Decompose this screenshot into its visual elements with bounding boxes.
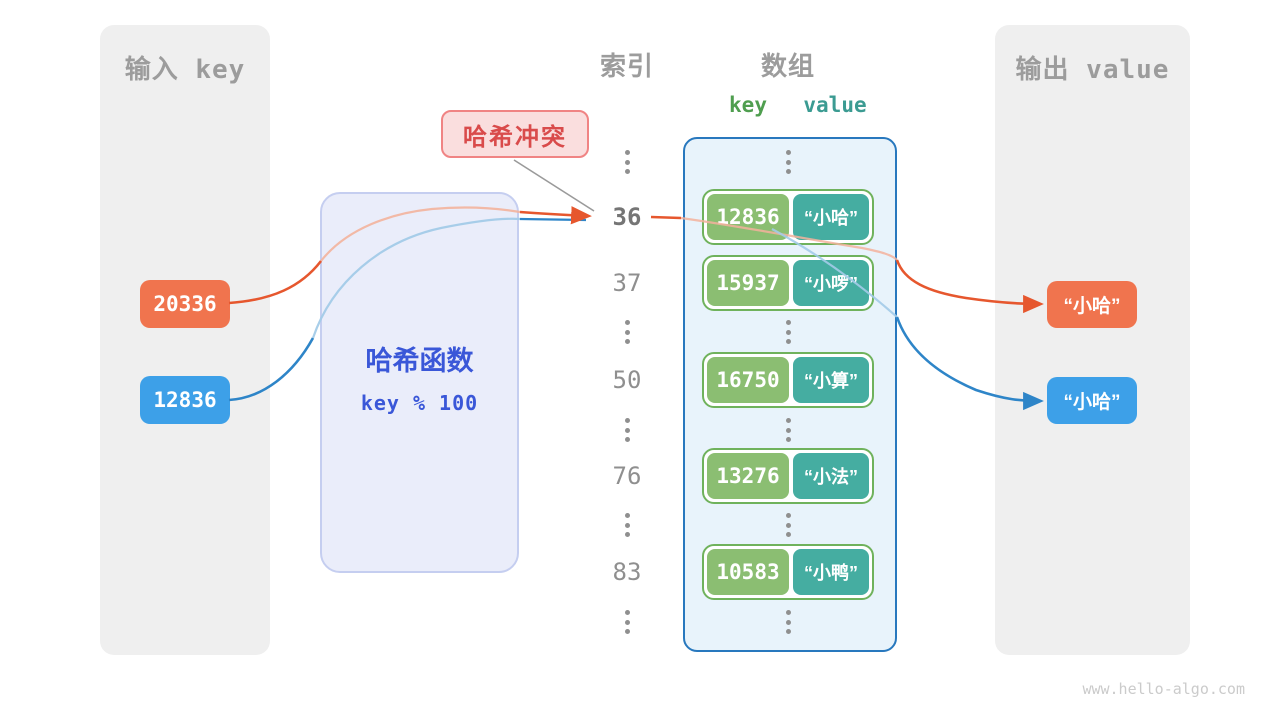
ellipsis-icon [597,511,657,539]
array-row: 10583 “小鸭” [702,544,874,600]
ellipsis-icon [597,416,657,444]
index-83: 83 [612,558,642,586]
output-value-blue: “小哈” [1047,377,1137,424]
row-value: “小啰” [793,260,869,306]
ellipsis-icon [597,608,657,636]
watermark: www.hello-algo.com [1082,680,1245,698]
array-row: 12836 “小哈” [702,189,874,245]
row-value: “小鸭” [793,549,869,595]
row-key: 13276 [707,453,789,499]
row-key: 15937 [707,260,789,306]
array-column-title: 数组 [760,52,815,82]
badge-pointer-line [513,159,595,212]
row-value: “小哈” [793,194,869,240]
hash-function-formula: key % 100 [360,391,479,415]
ellipsis-icon [758,511,818,539]
hash-collision-badge: 哈希冲突 [441,110,589,158]
ellipsis-icon [597,318,657,346]
index-76: 76 [612,462,642,490]
output-panel-title: 输出 value [1015,55,1170,85]
index-50: 50 [612,366,642,394]
ellipsis-icon [758,608,818,636]
row-key: 10583 [707,549,789,595]
input-panel-title: 输入 key [124,55,246,85]
index-column-title: 索引 [599,52,654,82]
row-key: 16750 [707,357,789,403]
index-36: 36 [612,203,642,231]
index-37: 37 [612,269,642,297]
ellipsis-icon [758,318,818,346]
input-key-12836: 12836 [140,376,230,424]
orange-arrow-to-index36 [519,206,592,225]
ellipsis-icon [758,148,818,176]
ellipsis-icon [758,416,818,444]
input-panel: 输入 key [100,25,270,655]
array-row: 13276 “小法” [702,448,874,504]
row-value: “小算” [793,357,869,403]
value-header: value [803,93,867,117]
hash-function-box: 哈希函数 key % 100 [320,192,519,573]
output-panel: 输出 value [995,25,1190,655]
row-key: 12836 [707,194,789,240]
array-row: 16750 “小算” [702,352,874,408]
ellipsis-icon [597,148,657,176]
input-key-20336: 20336 [140,280,230,328]
blue-curve-to-index36 [519,217,587,222]
key-header: key [729,93,767,117]
array-row: 15937 “小啰” [702,255,874,311]
row-value: “小法” [793,453,869,499]
hash-function-title: 哈希函数 [365,346,474,376]
output-value-orange: “小哈” [1047,281,1137,328]
